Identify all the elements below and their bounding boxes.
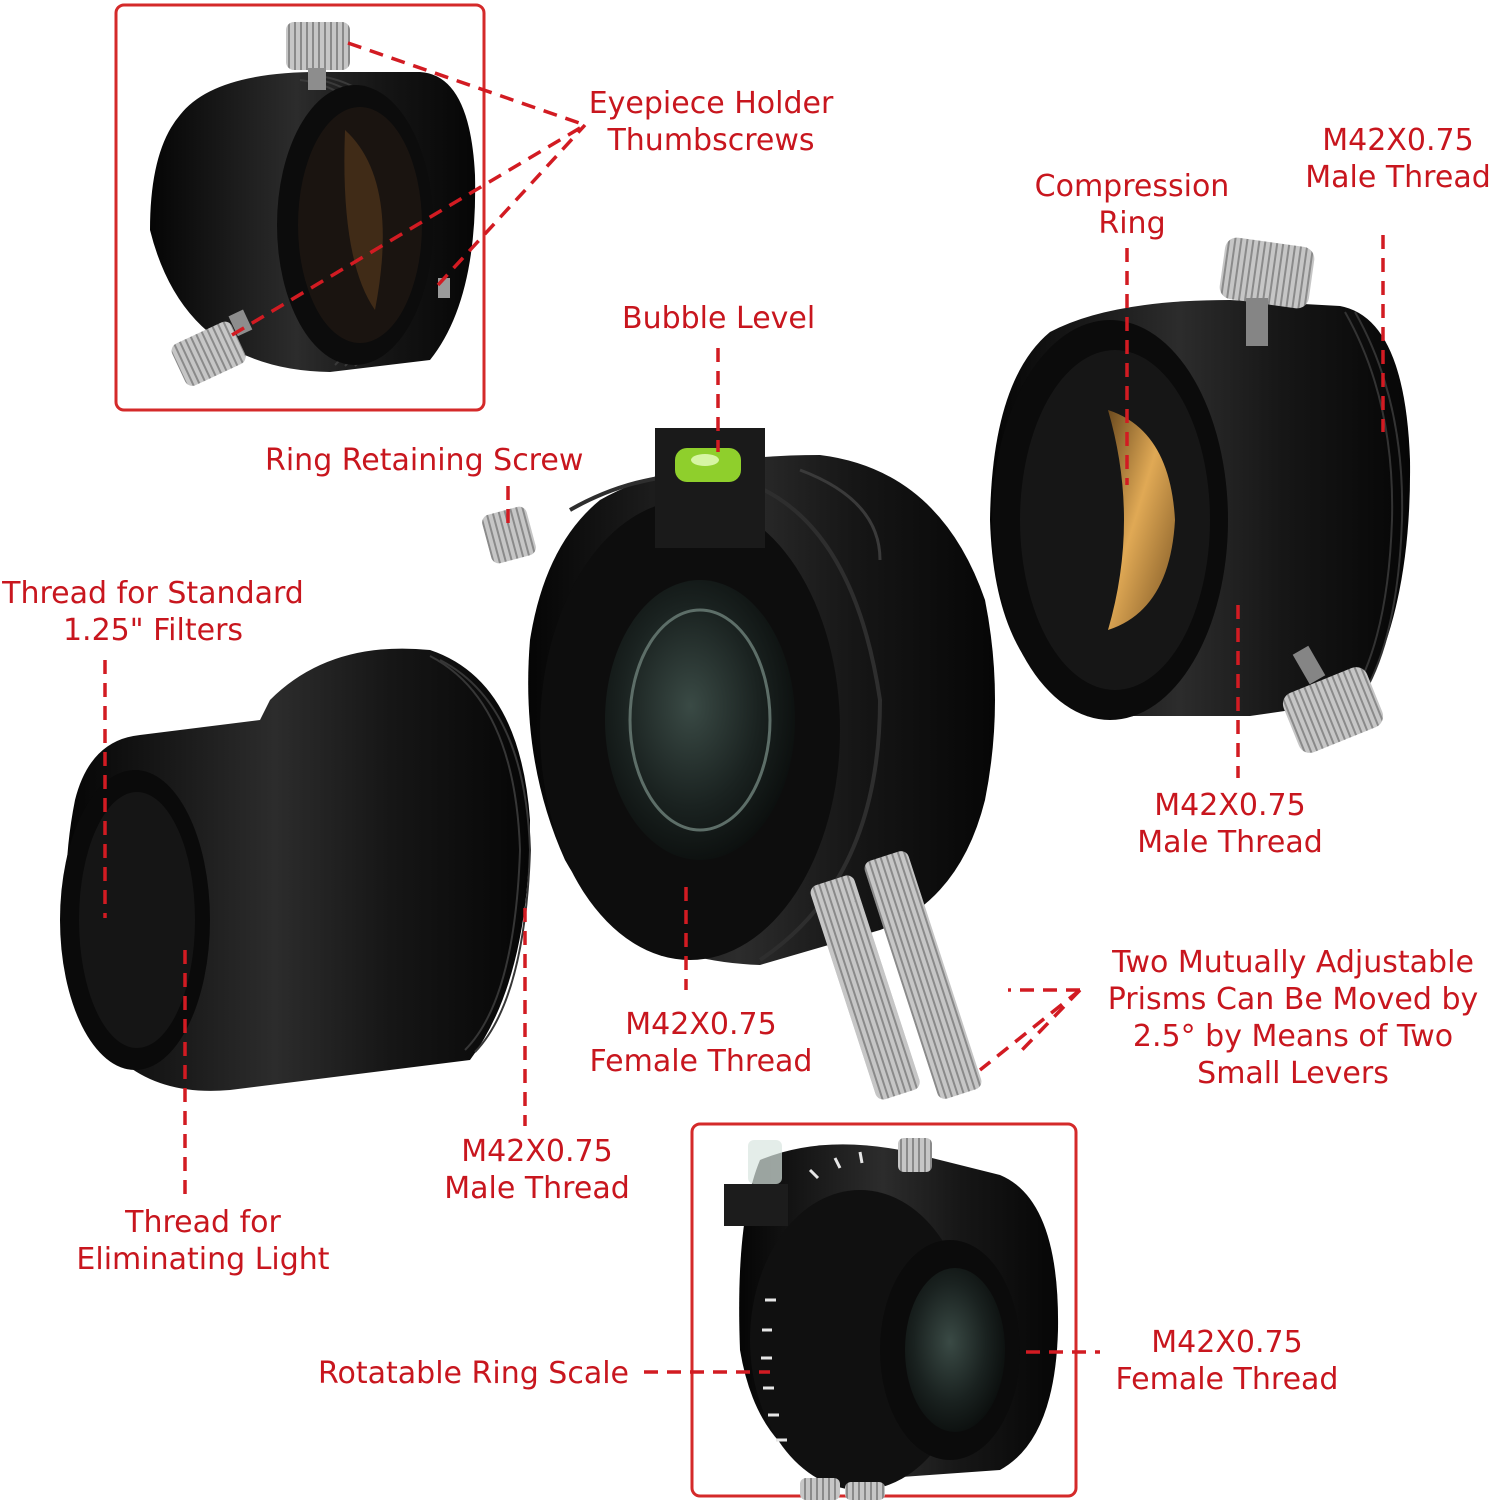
leader-thumbscrew-side <box>436 123 587 287</box>
label-rotatable-ring-scale: Rotatable Ring Scale <box>318 1355 629 1392</box>
label-male-thread-right-middle: M42X0.75 Male Thread <box>1132 787 1328 861</box>
ring-scale-ticks <box>761 1151 864 1442</box>
label-line: M42X0.75 <box>1151 1325 1303 1360</box>
compression-ring-adapter-part <box>990 237 1411 753</box>
leader-thumbscrew-top <box>347 41 586 127</box>
thumbscrew-bottom <box>171 321 246 386</box>
compression-thumbscrew-bottom <box>1282 667 1384 753</box>
label-line: Ring <box>1098 206 1166 241</box>
label-eyepiece-holder-thumbscrews: Eyepiece Holder Thumbscrews <box>588 85 834 159</box>
prism-levers <box>810 851 982 1100</box>
eyepiece-holder-part <box>150 22 476 386</box>
label-line: M42X0.75 <box>625 1007 777 1042</box>
label-line: Thumbscrews <box>607 123 815 158</box>
label-line: Eyepiece Holder <box>588 86 834 121</box>
label-line: Small Levers <box>1197 1056 1389 1091</box>
label-line: 1.25" Filters <box>62 613 244 648</box>
leader-prisms-b <box>978 988 1082 1072</box>
leader-prisms-c <box>1020 988 1082 1052</box>
label-line: Two Mutually Adjustable <box>1112 945 1474 980</box>
label-line: Prisms Can Be Moved by <box>1107 982 1479 1017</box>
label-line: Male Thread <box>1137 825 1323 860</box>
label-line: Female Thread <box>1115 1362 1339 1397</box>
label-line: Ring Retaining Screw <box>265 443 584 478</box>
nosepiece-part <box>60 648 532 1091</box>
label-female-thread-center: M42X0.75 Female Thread <box>588 1006 814 1080</box>
compression-thumbscrew-top <box>1219 237 1315 309</box>
rotatable-ring-part <box>724 1138 1059 1500</box>
label-line: M42X0.75 <box>1154 788 1306 823</box>
leader-lines <box>103 41 1385 1374</box>
label-line: Rotatable Ring Scale <box>318 1356 630 1391</box>
label-female-thread-bottom-right: M42X0.75 Female Thread <box>1114 1324 1340 1398</box>
bubble-level-housing <box>655 428 765 548</box>
adc-body-part <box>482 428 995 1100</box>
label-prisms-note: Two Mutually Adjustable Prisms Can Be Mo… <box>1100 944 1486 1092</box>
label-ring-retaining-screw: Ring Retaining Screw <box>265 442 583 479</box>
label-thread-for-eliminating-light: Thread for Eliminating Light <box>72 1204 334 1278</box>
label-line: M42X0.75 <box>1322 123 1474 158</box>
label-line: Thread for Standard <box>2 576 304 611</box>
inset-frame-top-left <box>114 3 486 412</box>
label-compression-ring: Compression Ring <box>1032 168 1232 242</box>
label-line: Compression <box>1034 169 1230 204</box>
label-male-thread-top-right: M42X0.75 Male Thread <box>1303 122 1493 196</box>
label-line: Thread for <box>125 1205 281 1240</box>
label-bubble-level: Bubble Level <box>622 300 815 337</box>
label-line: Eliminating Light <box>76 1242 330 1277</box>
label-line: Female Thread <box>589 1044 813 1079</box>
label-line: 2.5° by Means of Two <box>1132 1019 1454 1054</box>
label-line: Male Thread <box>1305 160 1491 195</box>
ring-retaining-screw <box>482 506 536 564</box>
label-male-thread-left-bottom: M42X0.75 Male Thread <box>440 1133 634 1207</box>
label-line: M42X0.75 <box>461 1134 613 1169</box>
label-line: Male Thread <box>444 1171 630 1206</box>
label-thread-for-standard-filters: Thread for Standard 1.25" Filters <box>0 575 306 649</box>
label-line: Bubble Level <box>622 301 816 336</box>
thumbscrew-top <box>286 22 350 70</box>
